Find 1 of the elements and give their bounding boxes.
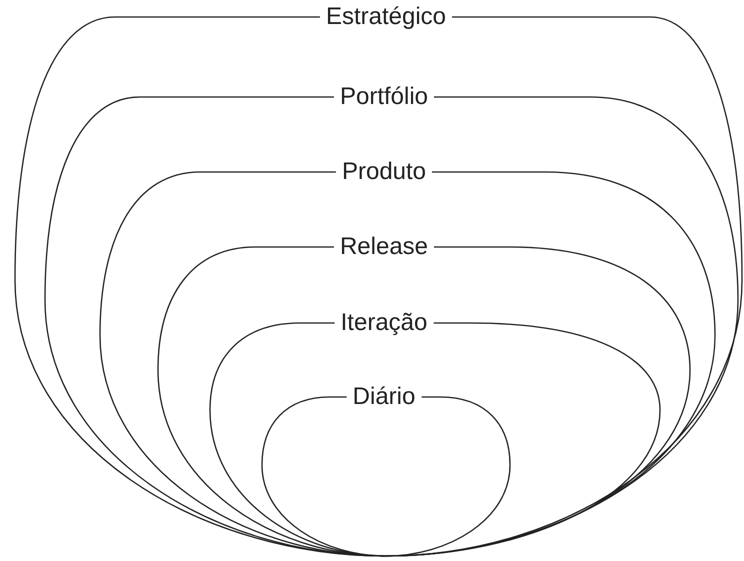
level-label: Estratégico [320,3,452,31]
